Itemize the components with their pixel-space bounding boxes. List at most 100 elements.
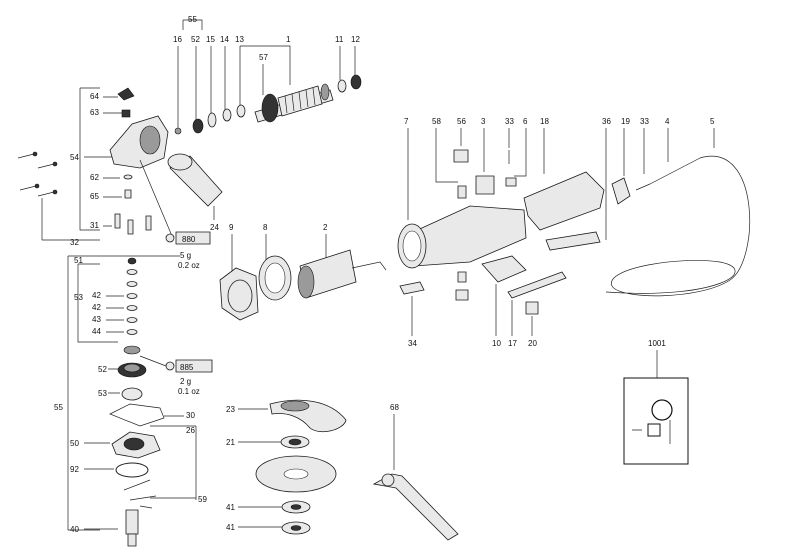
callout-12: 12	[351, 35, 360, 44]
callout-41a: 41	[226, 503, 235, 512]
callout-32: 32	[70, 238, 79, 247]
switch-parts: 34 10 17 20	[399, 255, 567, 348]
callout-4: 4	[665, 117, 670, 126]
spring-parts	[123, 479, 157, 509]
callout-1: 1	[286, 35, 291, 44]
callout-65: 65	[90, 192, 99, 201]
washer-42a	[126, 293, 138, 299]
label-36	[545, 231, 601, 251]
switch-lever-10	[481, 255, 527, 283]
callout-16: 16	[173, 35, 182, 44]
callout-1001: 1001	[648, 339, 666, 348]
spindle-40	[125, 509, 139, 535]
washer-42b	[126, 305, 138, 311]
cable-5	[605, 155, 751, 297]
callout-20: 20	[528, 339, 537, 348]
callout-63: 63	[90, 108, 99, 117]
inset-1001: 1001	[623, 339, 689, 465]
bearing-53	[121, 387, 143, 401]
callout-5: 5	[710, 117, 715, 126]
bearing-52	[192, 118, 204, 134]
callout-44: 44	[92, 327, 101, 336]
handle-cover-18	[523, 171, 605, 231]
callout-40: 40	[70, 525, 79, 534]
callout-21: 21	[226, 438, 235, 447]
callout-7: 7	[404, 117, 409, 126]
callout-50: 50	[70, 439, 79, 448]
part-34	[399, 281, 425, 295]
washer-15	[207, 112, 217, 128]
callout-54: 54	[70, 153, 79, 162]
screws-31	[114, 213, 152, 235]
callout-36: 36	[602, 117, 611, 126]
grease-tag-880: 880	[182, 235, 196, 244]
callout-8: 8	[263, 223, 268, 232]
part-6	[505, 177, 517, 187]
o-ring-92	[115, 462, 149, 478]
callout-42b: 42	[92, 303, 101, 312]
callout-24: 24	[210, 223, 219, 232]
spindle-stack: 51 53 42 42 43 44 55 52 53 885 2 g 0.1 o…	[54, 255, 213, 547]
strain-relief-19	[611, 177, 631, 205]
callout-33b: 33	[640, 117, 649, 126]
callout-52-top: 52	[191, 35, 200, 44]
callout-13: 13	[235, 35, 244, 44]
washer-13	[236, 104, 246, 118]
armature-group: 55 16 52 15 14 13 1 57 11 12	[173, 15, 362, 135]
callout-30: 30	[186, 411, 195, 420]
clip-56	[453, 149, 469, 163]
cable-4	[649, 157, 701, 185]
grease-tag-885: 885	[180, 363, 194, 372]
callout-33a: 33	[505, 117, 514, 126]
callout-18: 18	[540, 117, 549, 126]
washer-43	[126, 317, 138, 323]
callout-57: 57	[259, 53, 268, 62]
callout-34: 34	[408, 339, 417, 348]
gasket-30	[109, 403, 165, 427]
callout-59: 59	[198, 495, 207, 504]
callout-43: 43	[92, 315, 101, 324]
callout-14: 14	[220, 35, 229, 44]
grease-885-oz: 0.1 oz	[178, 387, 200, 396]
switch-small-parts	[455, 271, 469, 301]
callout-62: 62	[90, 173, 99, 182]
spanner-68: 68	[372, 403, 459, 541]
callout-15: 15	[206, 35, 215, 44]
callout-55-side: 55	[54, 403, 63, 412]
inset-frame	[623, 377, 689, 465]
callout-17: 17	[508, 339, 517, 348]
callout-42a: 42	[92, 291, 101, 300]
grease-880-weight: 5 g	[180, 251, 191, 260]
callout-41b: 41	[226, 523, 235, 532]
grease-885-weight: 2 g	[180, 377, 191, 386]
callout-31: 31	[90, 221, 99, 230]
callout-2: 2	[323, 223, 328, 232]
callout-64: 64	[90, 92, 99, 101]
screw-33b	[635, 183, 651, 191]
callout-68: 68	[390, 403, 399, 412]
ring-62	[123, 174, 133, 180]
callout-19: 19	[621, 117, 630, 126]
callout-55-top: 55	[188, 15, 197, 24]
bearing-12	[350, 74, 362, 90]
callout-3: 3	[481, 117, 486, 126]
rod-17	[507, 271, 567, 299]
part-58	[457, 185, 467, 199]
washer-44	[126, 329, 138, 335]
callout-6: 6	[523, 117, 528, 126]
callout-9: 9	[229, 223, 234, 232]
callout-53a: 53	[74, 293, 83, 302]
gear-head-group: 64 63 54 62 65 31 32 880 5 g 0.2 oz 24	[17, 87, 223, 270]
lever-64	[117, 87, 135, 101]
callout-51: 51	[74, 256, 83, 265]
callout-56: 56	[457, 117, 466, 126]
switch-group: 58 56 3 33 6 18 36 19 33 4 5	[432, 117, 751, 297]
callout-10: 10	[492, 339, 501, 348]
callout-23: 23	[226, 405, 235, 414]
callout-92: 92	[70, 465, 79, 474]
screws-32	[17, 153, 55, 197]
washer-14	[222, 108, 232, 122]
callout-52b: 52	[98, 365, 107, 374]
